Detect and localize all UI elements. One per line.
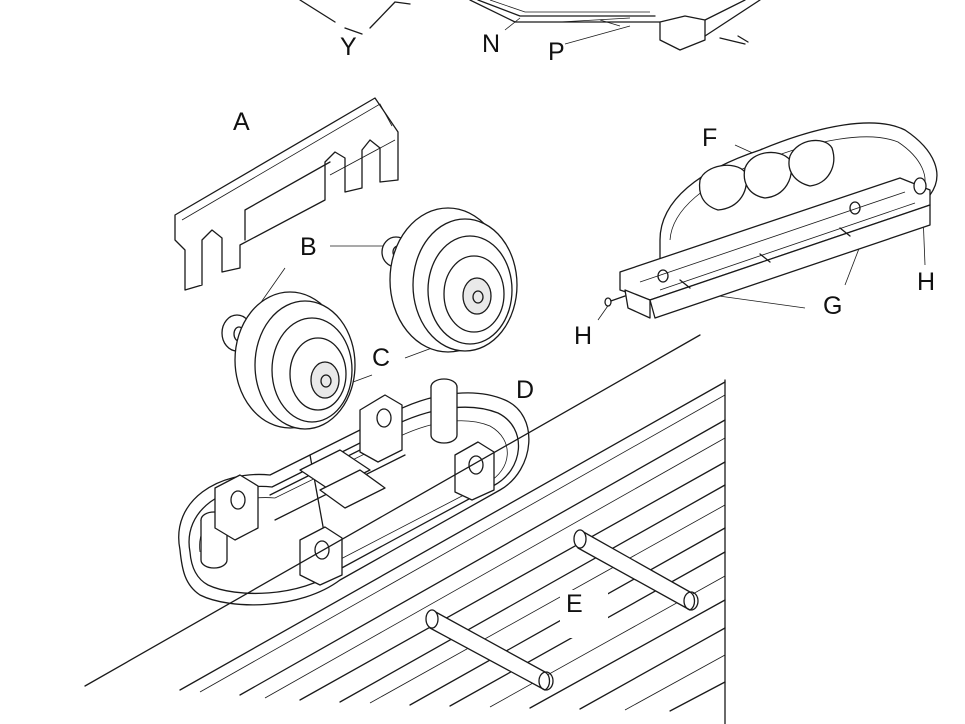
label-h-right: H xyxy=(917,268,935,296)
part-f-g-h-assembly xyxy=(604,122,938,319)
label-c: C xyxy=(372,344,390,372)
part-e-rail xyxy=(84,334,726,724)
label-d: D xyxy=(516,376,534,404)
part-a-bracket xyxy=(174,97,399,291)
top-assembly-fragment xyxy=(299,0,761,51)
part-d-base-housing xyxy=(178,378,530,606)
part-c-roller-right xyxy=(389,207,518,353)
label-n: N xyxy=(482,30,500,58)
label-h-left: H xyxy=(574,322,592,350)
label-p: P xyxy=(548,38,565,66)
label-e: E xyxy=(566,590,583,618)
part-labels: Y N P A B C D E F G H H xyxy=(233,30,935,618)
label-a: A xyxy=(233,108,250,136)
label-f: F xyxy=(702,124,717,152)
label-b: B xyxy=(300,233,317,261)
part-c-roller-left xyxy=(234,291,356,430)
label-g: G xyxy=(823,292,842,320)
label-y: Y xyxy=(340,33,357,61)
